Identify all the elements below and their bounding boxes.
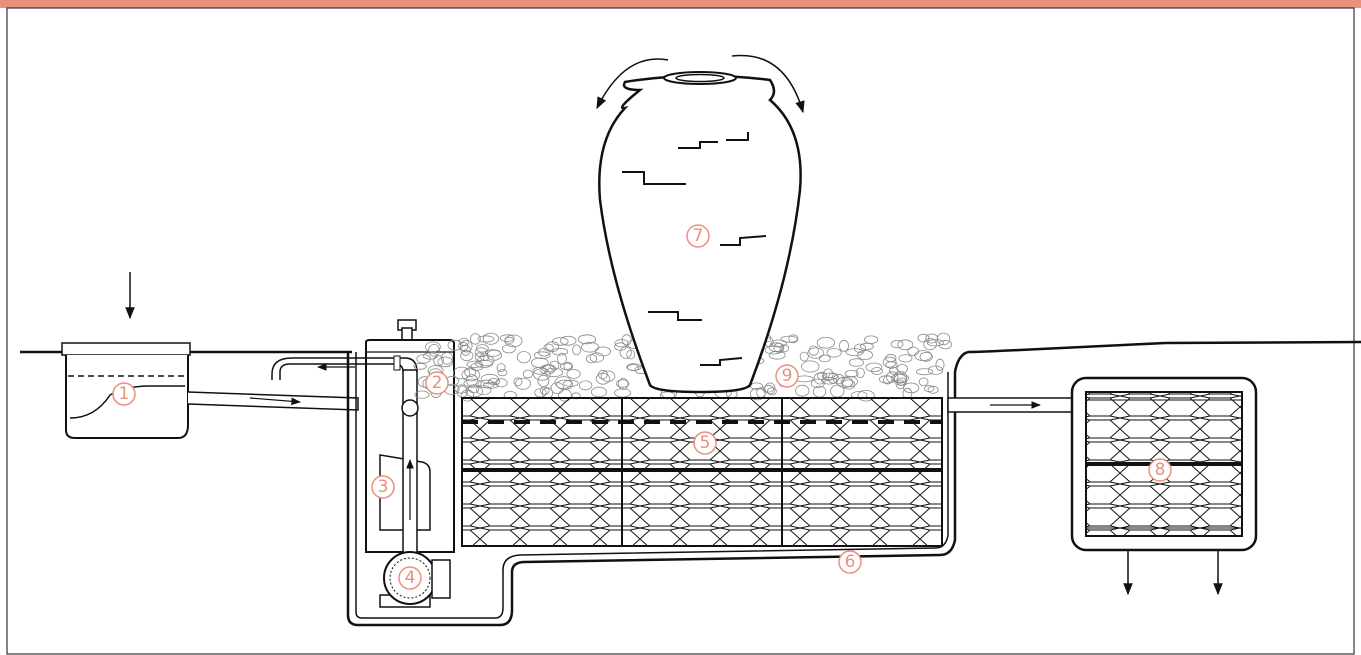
- gravel-stone: [809, 346, 818, 355]
- gravel-stone: [579, 381, 592, 390]
- gravel-stone: [864, 336, 877, 344]
- gravel-stone: [919, 378, 928, 386]
- gravel-stone: [598, 370, 607, 379]
- gravel-stone: [488, 379, 499, 385]
- gravel-stone: [500, 335, 514, 342]
- gravel-stone: [802, 361, 820, 372]
- skimmer-outlet-pipe: [188, 392, 358, 410]
- callout-5: 5: [694, 432, 716, 454]
- soakaway-crate: [1072, 378, 1256, 594]
- gravel-stone: [515, 378, 530, 389]
- gravel-stone: [936, 359, 944, 370]
- callout-1: 1: [113, 383, 135, 405]
- callout-2: 2: [426, 372, 448, 394]
- callout-4: 4: [399, 567, 421, 589]
- callout-3: 3: [372, 476, 394, 498]
- callout-4-label: 4: [405, 568, 416, 588]
- gravel-stone: [531, 358, 548, 368]
- gravel-stone: [817, 337, 835, 348]
- callout-9: 9: [776, 365, 798, 387]
- gravel-stone: [849, 359, 863, 367]
- gravel-stone: [842, 378, 852, 387]
- gravel-stone: [899, 355, 912, 362]
- gravel-stone: [886, 354, 896, 361]
- gravel-stone: [819, 355, 830, 362]
- gravel-stone: [514, 378, 522, 386]
- gravel-stone: [822, 373, 837, 380]
- gravel-stone: [523, 370, 532, 378]
- gravel-stone: [586, 355, 596, 363]
- gravel-stone: [471, 334, 481, 345]
- gravel-stone: [908, 347, 919, 355]
- gravel-stone: [560, 363, 571, 370]
- gravel-stone: [866, 363, 882, 372]
- gravel-stone: [498, 370, 507, 376]
- reservoir-crates: [462, 398, 942, 546]
- gravel-stone: [856, 368, 864, 378]
- gravel-stone: [496, 379, 508, 387]
- callout-8-label: 8: [1155, 460, 1166, 480]
- gravel-stone: [898, 340, 913, 350]
- gravel-stone: [538, 375, 549, 386]
- gravel-stone: [591, 387, 606, 397]
- overflow-pipe: [948, 398, 1080, 412]
- gravel-stone: [800, 352, 808, 361]
- gravel-stone: [573, 345, 581, 355]
- gravel-stone: [540, 387, 549, 394]
- gravel-stone: [915, 351, 932, 361]
- gravel-stone: [827, 349, 841, 358]
- gravel-stone: [928, 386, 938, 393]
- gravel-stone: [595, 347, 610, 356]
- callout-7-label: 7: [693, 226, 704, 246]
- callout-6-label: 6: [845, 552, 856, 572]
- callout-1-label: 1: [119, 384, 130, 404]
- gravel-stone: [497, 364, 505, 372]
- callout-5-label: 5: [700, 433, 711, 453]
- callout-9-label: 9: [782, 366, 793, 386]
- gravel-stone: [517, 352, 530, 363]
- gravel-stone: [483, 333, 498, 344]
- gravel-stone: [891, 340, 903, 347]
- callout-6: 6: [839, 551, 861, 573]
- gravel-stone: [839, 340, 848, 351]
- ground-line-right: [968, 342, 1361, 352]
- callout-3-label: 3: [378, 477, 389, 497]
- callout-2-label: 2: [432, 373, 443, 393]
- gravel-stone: [615, 389, 631, 397]
- gravel-stone: [796, 385, 809, 396]
- gravel-stone: [916, 369, 932, 375]
- callout-7: 7: [687, 225, 709, 247]
- callout-8: 8: [1149, 459, 1171, 481]
- gravel-stone: [567, 369, 580, 378]
- gravel-stone: [601, 371, 615, 382]
